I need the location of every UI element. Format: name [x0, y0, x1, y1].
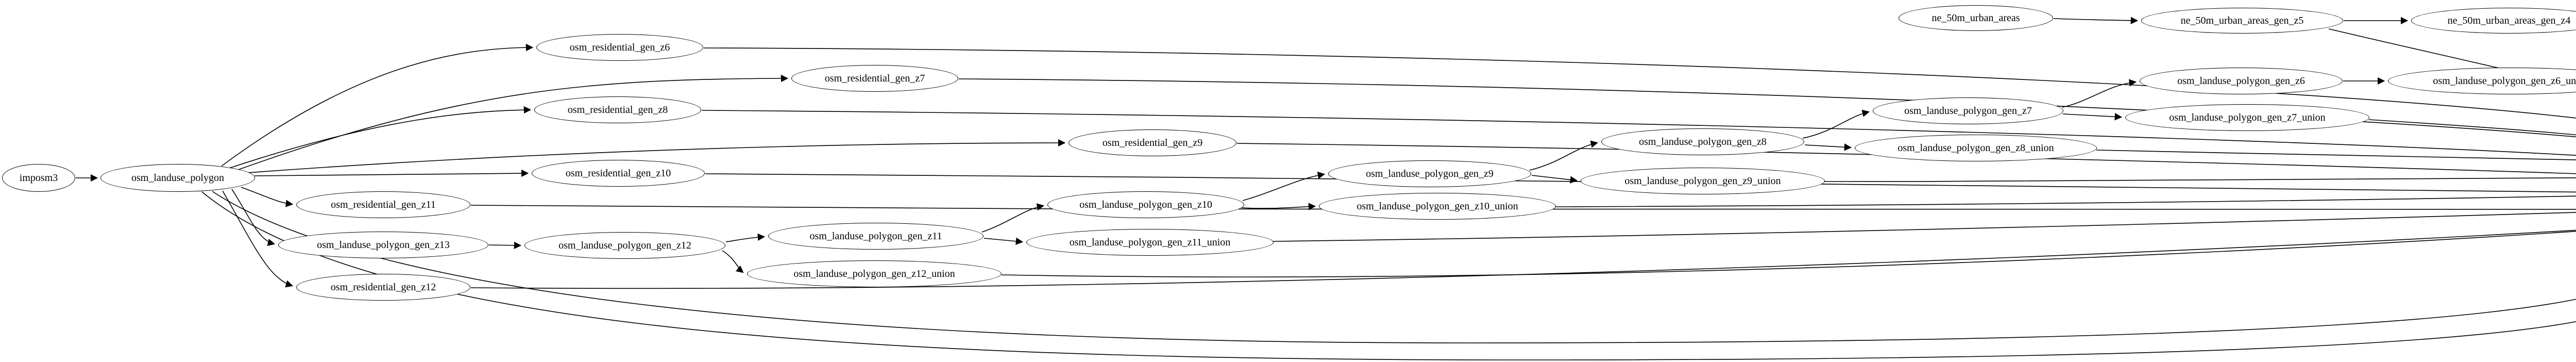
node-label: ne_50m_urban_areas_gen_z4: [2447, 14, 2571, 26]
node-label: ne_50m_urban_areas: [1931, 12, 2020, 24]
node-osm-landuse-polygon-gen-z13: osm_landuse_polygon_gen_z13: [278, 232, 488, 258]
node-osm-landuse-polygon-gen-z10-union: osm_landuse_polygon_gen_z10_union: [1319, 193, 1556, 220]
node-label: osm_residential_gen_z6: [569, 41, 670, 53]
node-osm-landuse-polygon-gen-z9: osm_landuse_polygon_gen_z9: [1328, 160, 1531, 187]
node-osm-landuse-polygon-gen-z12-union: osm_landuse_polygon_gen_z12_union: [747, 260, 1002, 287]
node-label: osm_landuse_polygon_gen_z11_union: [1069, 236, 1231, 248]
node-label: osm_landuse_polygon_gen_z6: [2177, 75, 2305, 87]
node-label: osm_landuse_polygon_gen_z10_union: [1357, 200, 1518, 212]
node-osm-residential-gen-z10: osm_residential_gen_z10: [532, 160, 705, 187]
node-osm-residential-gen-z6: osm_residential_gen_z6: [536, 34, 703, 61]
node-label: ne_50m_urban_areas_gen_z5: [2180, 14, 2304, 26]
node-label: osm_landuse_polygon_gen_z7_union: [2169, 111, 2326, 123]
node-osm-residential-gen-z12: osm_residential_gen_z12: [296, 274, 470, 301]
node-label: osm_landuse_polygon_gen_z13: [317, 239, 450, 251]
node-label: osm_landuse_polygon_gen_z10: [1079, 199, 1212, 210]
node-label: osm_residential_gen_z11: [331, 199, 436, 210]
node-label: osm_residential_gen_z9: [1102, 137, 1203, 149]
node-label: osm_landuse_polygon_gen_z9_union: [1624, 175, 1781, 187]
node-osm-landuse-polygon-gen-z10: osm_landuse_polygon_gen_z10: [1047, 191, 1244, 218]
node-label: osm_residential_gen_z8: [567, 104, 668, 116]
node-osm-landuse-polygon-gen-z7: osm_landuse_polygon_gen_z7: [1873, 97, 2063, 124]
node-label: osm_landuse_polygon_gen_z11: [809, 230, 942, 242]
node-label: osm_residential_gen_z7: [824, 72, 925, 84]
node-label: osm_landuse_polygon_gen_z9: [1366, 168, 1494, 179]
node-osm-landuse-polygon-gen-z9-union: osm_landuse_polygon_gen_z9_union: [1581, 168, 1825, 194]
node-osm-residential-gen-z9: osm_residential_gen_z9: [1069, 129, 1236, 156]
node-osm-residential-gen-z8: osm_residential_gen_z8: [534, 96, 701, 123]
node-label: osm_landuse_polygon_gen_z7: [1904, 105, 2032, 117]
node-label: osm_landuse_polygon_gen_z8_union: [1897, 142, 2054, 154]
node-osm-landuse-polygon-gen-z6: osm_landuse_polygon_gen_z6: [2140, 68, 2343, 94]
node-ne-50m-urban-areas-gen-z5: ne_50m_urban_areas_gen_z5: [2141, 8, 2343, 34]
node-osm-landuse-polygon-gen-z11: osm_landuse_polygon_gen_z11: [768, 223, 984, 250]
node-label: osm_landuse_polygon_gen_z12: [558, 239, 691, 251]
node-osm-landuse-polygon-gen-z7-union: osm_landuse_polygon_gen_z7_union: [2125, 104, 2369, 131]
node-ne-50m-urban-areas: ne_50m_urban_areas: [1899, 5, 2053, 31]
node-osm-residential-gen-z11: osm_residential_gen_z11: [296, 191, 470, 218]
node-label: osm_residential_gen_z10: [565, 167, 671, 179]
node-ne-50m-urban-areas-gen-z4: ne_50m_urban_areas_gen_z4: [2411, 8, 2576, 34]
node-label: osm_residential_gen_z12: [330, 281, 436, 293]
node-osm-landuse-polygon-gen-z8-union: osm_landuse_polygon_gen_z8_union: [1855, 135, 2097, 161]
node-osm-landuse-polygon-gen-z6-union: osm_landuse_polygon_gen_z6_union: [2388, 68, 2576, 94]
node-osm-landuse-polygon-gen-z12: osm_landuse_polygon_gen_z12: [524, 232, 725, 259]
node-label: osm_landuse_polygon_gen_z12_union: [793, 268, 955, 279]
node-label: imposm3: [19, 172, 58, 184]
node-osm-landuse-polygon: osm_landuse_polygon: [100, 164, 255, 192]
node-imposm3: imposm3: [2, 164, 75, 192]
node-label: osm_landuse_polygon_gen_z8: [1639, 136, 1767, 147]
node-osm-residential-gen-z7: osm_residential_gen_z7: [791, 65, 958, 92]
node-label: osm_landuse_polygon_gen_z6_union: [2433, 75, 2576, 87]
node-osm-landuse-polygon-gen-z11-union: osm_landuse_polygon_gen_z11_union: [1026, 229, 1274, 256]
node-label: osm_landuse_polygon: [131, 172, 224, 184]
node-osm-landuse-polygon-gen-z8: osm_landuse_polygon_gen_z8: [1601, 128, 1804, 155]
